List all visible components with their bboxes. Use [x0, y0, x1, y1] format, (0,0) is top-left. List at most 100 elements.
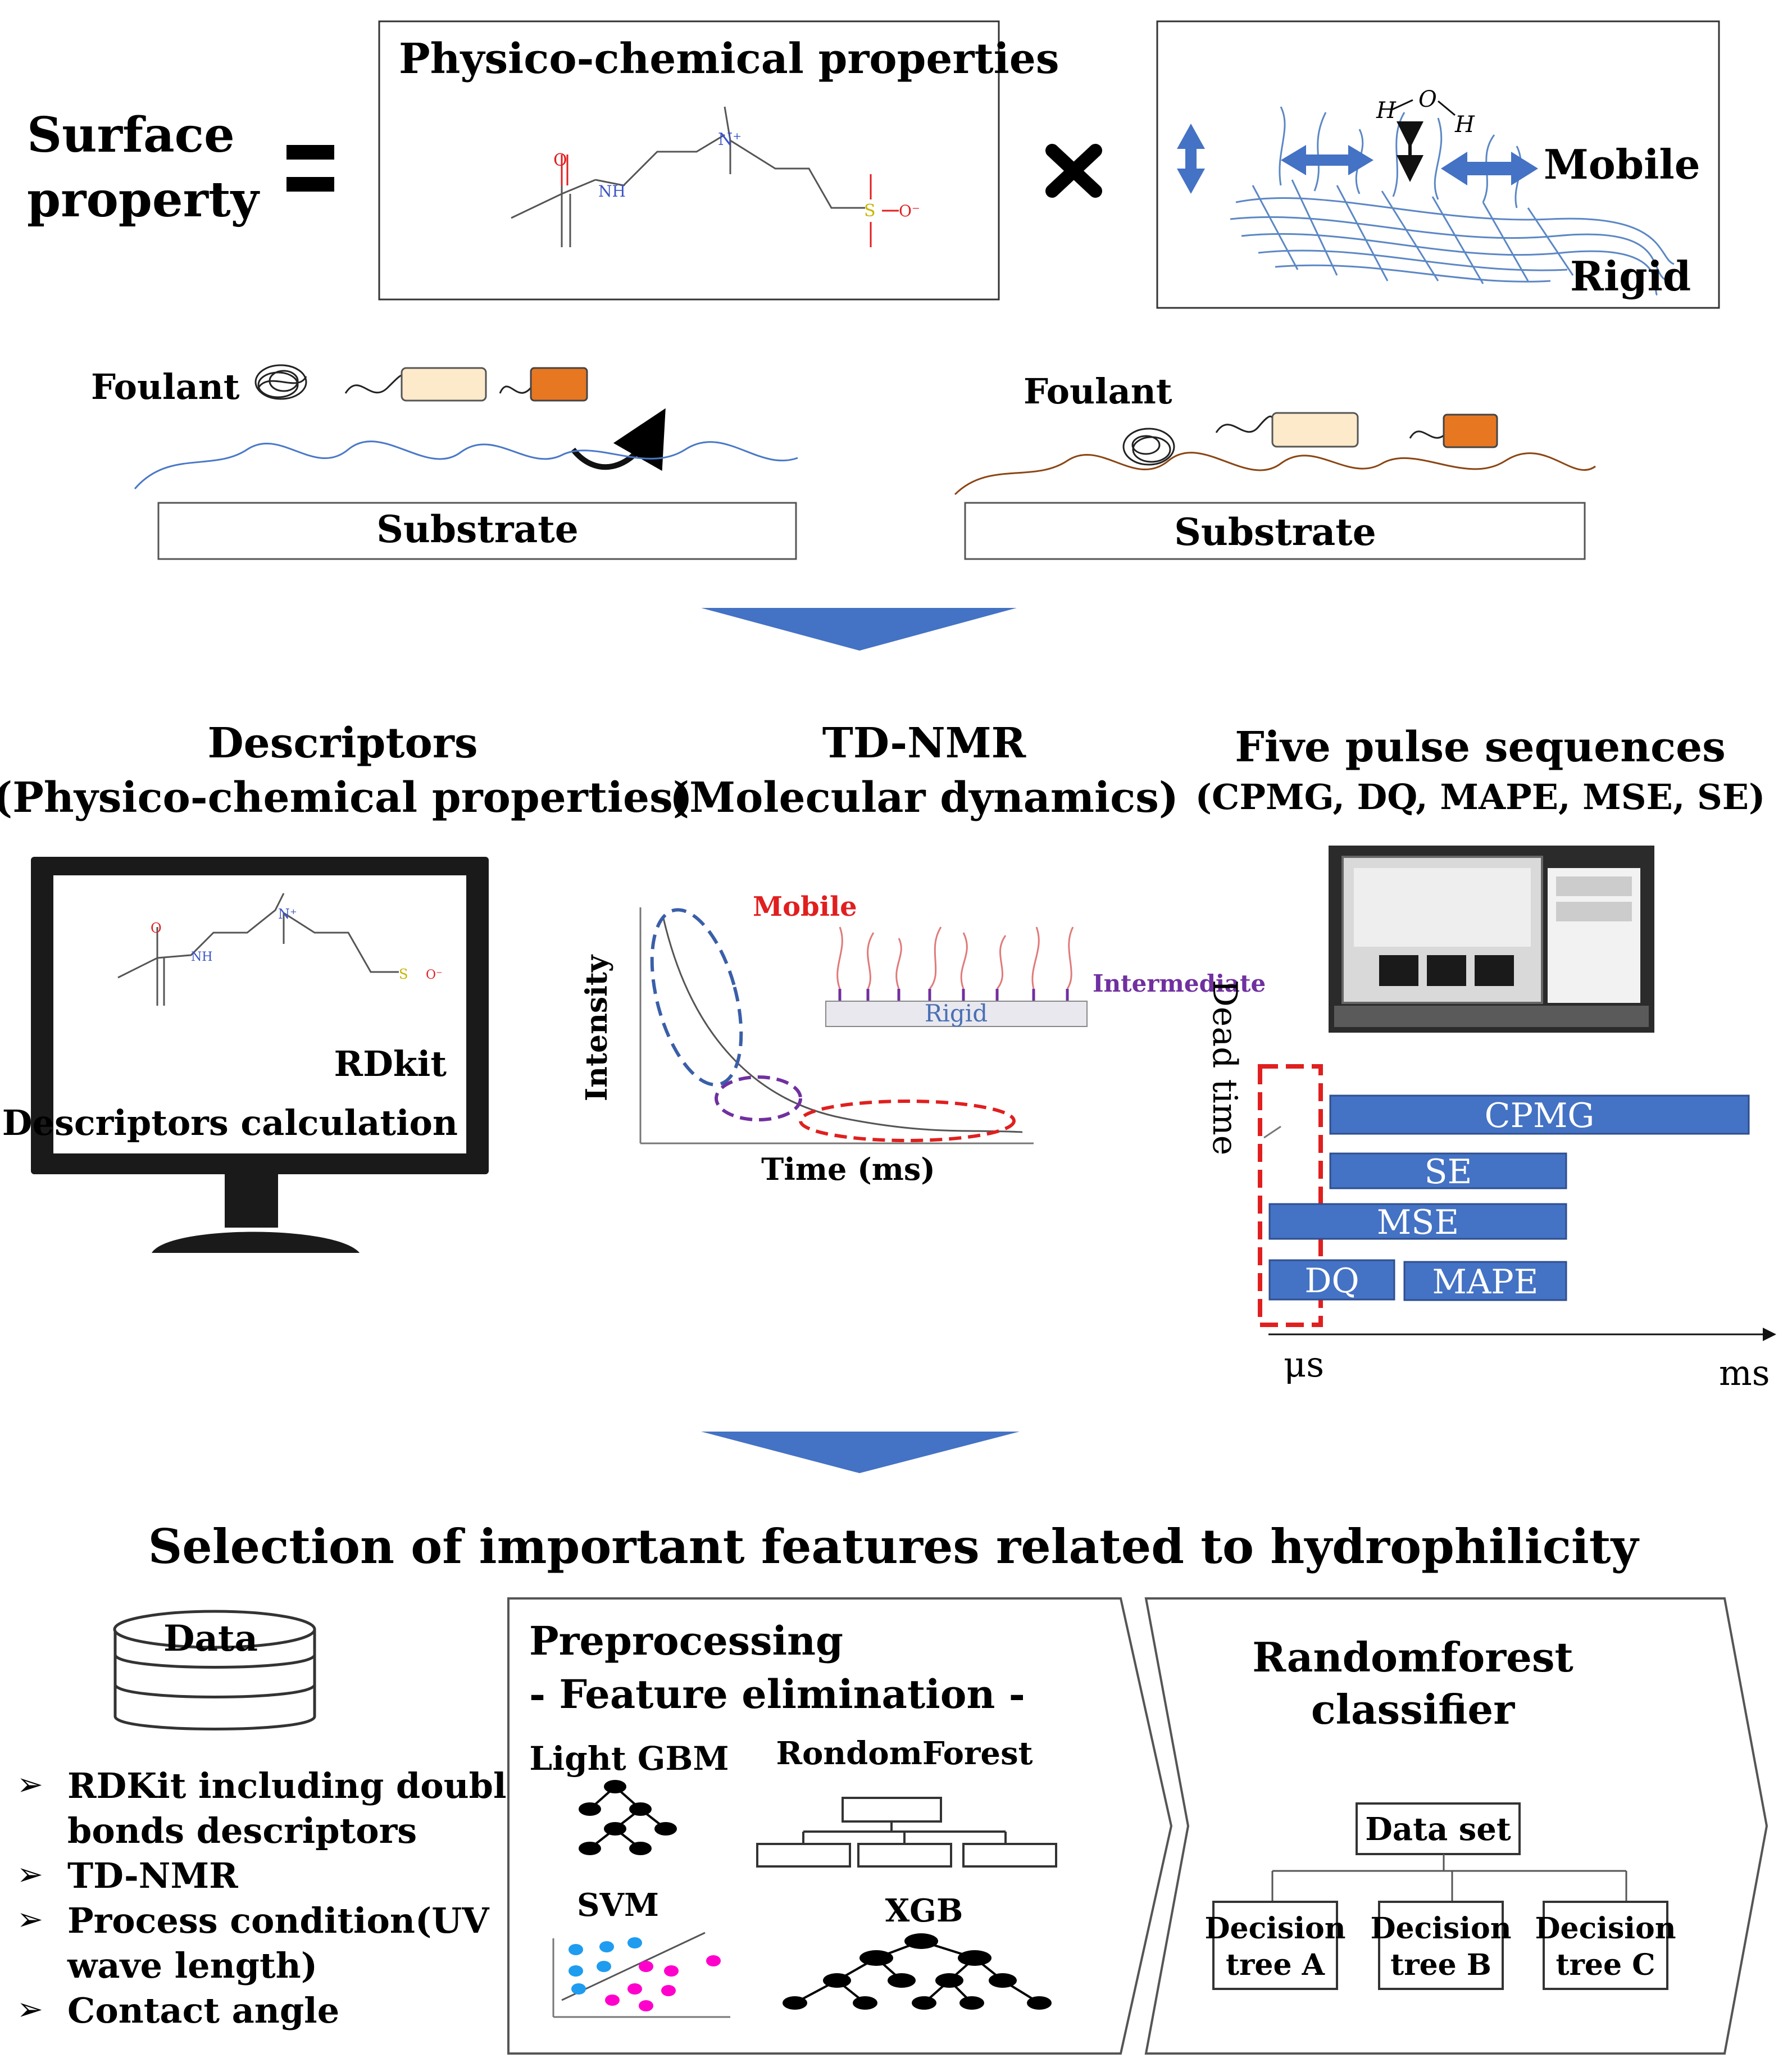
- foulant-protein-block: [401, 367, 487, 402]
- monitor-mol-nh: NH: [191, 950, 212, 964]
- tree-b-line2: tree B: [1390, 1948, 1491, 1982]
- pulse-bars: CPMG SE MSE DQ MAPE: [1268, 1094, 1750, 1302]
- feature-elim-label: - Feature elimination -: [529, 1671, 1025, 1718]
- pulse-label-se: SE: [1425, 1152, 1472, 1192]
- physico-chemical-box: Physico-chemical properties O NH N⁺ S O⁻: [378, 20, 1059, 301]
- pulse-bar-se: [1329, 1152, 1567, 1189]
- pulse-label-dq: DQ: [1304, 1261, 1359, 1301]
- data-database-icon: Data: [113, 1610, 316, 1730]
- molecule-structure-top: [511, 106, 865, 247]
- lightgbm-label: Light GBM: [529, 1739, 729, 1778]
- dead-time-box: [1258, 1064, 1323, 1327]
- tree-a-line1: Decision: [1204, 1911, 1345, 1946]
- repel-arrow-icon: [571, 408, 666, 471]
- pulse-bar-cpmg: [1329, 1094, 1750, 1135]
- surface-label-line1: Surface: [27, 107, 235, 163]
- classifier-title-line2: classifier: [1311, 1686, 1515, 1733]
- left-substrate: [157, 502, 797, 560]
- nmr-ylabel: Intensity: [580, 954, 614, 1101]
- axis-end-label: ms: [1719, 1352, 1770, 1393]
- tree-a-line2: tree A: [1226, 1948, 1325, 1982]
- right-substrate-label: Substrate: [1174, 510, 1376, 554]
- tree-c-line2: tree C: [1556, 1948, 1655, 1982]
- surface-property-equation: Surface property: [27, 107, 334, 228]
- mol-ominus-label: O⁻: [899, 202, 920, 220]
- right-orange-block: [1443, 414, 1498, 448]
- mol-s-label: S: [864, 201, 876, 221]
- pulse-title: Five pulse sequences: [1235, 723, 1726, 771]
- pulse-bar-mape: [1403, 1261, 1567, 1301]
- mobility-arrows: [1177, 124, 1538, 194]
- bullet-3-line1: Process condition(UV: [67, 1900, 489, 1941]
- axis-start-label: μs: [1284, 1344, 1324, 1385]
- multiply-icon: [1045, 144, 1102, 198]
- equals-icon: [286, 145, 334, 192]
- tree-a-box: [1212, 1901, 1338, 1990]
- pulse-bar-dq: [1268, 1259, 1395, 1301]
- water-h1: H: [1376, 98, 1397, 124]
- foulant-coil-icon-right: [1122, 428, 1175, 466]
- nmr-decay-chart: Intensity Time (ms) Mobile: [580, 891, 1266, 1187]
- dead-time-label: Dead time: [1205, 980, 1244, 1156]
- bullet-3-line2: wave length): [67, 1945, 317, 1986]
- bullet-marker-1: ➢: [17, 1766, 43, 1803]
- polymer-network: [1230, 106, 1675, 296]
- water-o: O: [1418, 87, 1437, 112]
- svm-scatter-icon: [552, 1932, 730, 2018]
- monitor-mol-s: S: [399, 966, 408, 982]
- rigid-region-ellipse: [650, 908, 743, 1087]
- nmr-instrument-photo: [1329, 846, 1654, 1033]
- randomforest-box-icon: [756, 1797, 1057, 1868]
- mobility-box: H O H Mobile Rigid: [1156, 20, 1720, 309]
- brown-polymer-brush: [954, 452, 1596, 496]
- mobile-label: Mobile: [1544, 140, 1700, 188]
- bullet-marker-2: ➢: [17, 1856, 43, 1893]
- classifier-panel: Randomforest classifier Data set Decisio…: [1144, 1597, 1768, 2055]
- bullet-marker-3: ➢: [17, 1901, 43, 1938]
- dataset-connectors: [1271, 1854, 1627, 1902]
- tree-c-line1: Decision: [1535, 1911, 1676, 1946]
- mol-n-label: N⁺: [718, 130, 742, 149]
- down-arrow-2: [701, 1432, 1020, 1473]
- tree-b-box: [1378, 1901, 1504, 1990]
- nmr-mobile-label: Mobile: [753, 891, 857, 923]
- nmr-brush-inset: Rigid: [825, 926, 1088, 1027]
- bullet-marker-4: ➢: [17, 1991, 43, 2028]
- pulse-label-mse: MSE: [1377, 1203, 1459, 1242]
- pulse-label-cpmg: CPMG: [1485, 1096, 1595, 1135]
- data-bullet-list: ➢ RDKit including double bonds descripto…: [17, 1765, 529, 2031]
- right-protein-block: [1271, 412, 1359, 448]
- descriptors-subtitle: (Physico-chemical properties): [0, 774, 693, 822]
- physico-title: Physico-chemical properties: [399, 35, 1059, 83]
- descriptors-title: Descriptors: [208, 719, 478, 767]
- molecule-structure-monitor: [117, 893, 399, 1006]
- monitor-icon: O NH N⁺ S O⁻ RDkit Descriptors calculati…: [2, 857, 489, 1253]
- lightgbm-tree-icon: [579, 1780, 677, 1855]
- preprocessing-panel: Preprocessing - Feature elimination - Li…: [507, 1597, 1173, 2055]
- xgb-tree-icon: [783, 1933, 1052, 2010]
- pulse-bar-mse: [1268, 1203, 1567, 1240]
- pulse-label-mape: MAPE: [1432, 1262, 1539, 1302]
- fouling-right: Foulant Substrate: [954, 371, 1596, 560]
- left-foulant-label: Foulant: [91, 366, 240, 407]
- sulfonate-bonds: [870, 174, 899, 247]
- mol-nh-label: NH: [598, 182, 626, 201]
- monitor-rdkit-label: RDkit: [334, 1043, 447, 1084]
- foulant-coil-icon: [254, 364, 307, 400]
- left-substrate-label: Substrate: [376, 507, 578, 551]
- tdnmr-subtitle: (Molecular dynamics): [670, 774, 1179, 822]
- surface-label-line2: property: [27, 171, 261, 228]
- monitor-mol-ominus: O⁻: [426, 968, 443, 982]
- blue-polymer-brush: [134, 440, 798, 489]
- bullet-1-line2: bonds descriptors: [67, 1810, 417, 1851]
- monitor-mol-o: O: [151, 920, 162, 936]
- right-foulant-label: Foulant: [1024, 371, 1172, 412]
- data-label: Data: [163, 1618, 258, 1660]
- pulse-subtitle: (CPMG, DQ, MAPE, MSE, SE): [1195, 776, 1766, 817]
- rigid-label: Rigid: [1570, 252, 1691, 300]
- nmr-decay-curve: [662, 915, 1023, 1133]
- preprocessing-title: Preprocessing: [529, 1618, 843, 1664]
- nmr-intermediate-label: Intermediate: [1093, 970, 1266, 997]
